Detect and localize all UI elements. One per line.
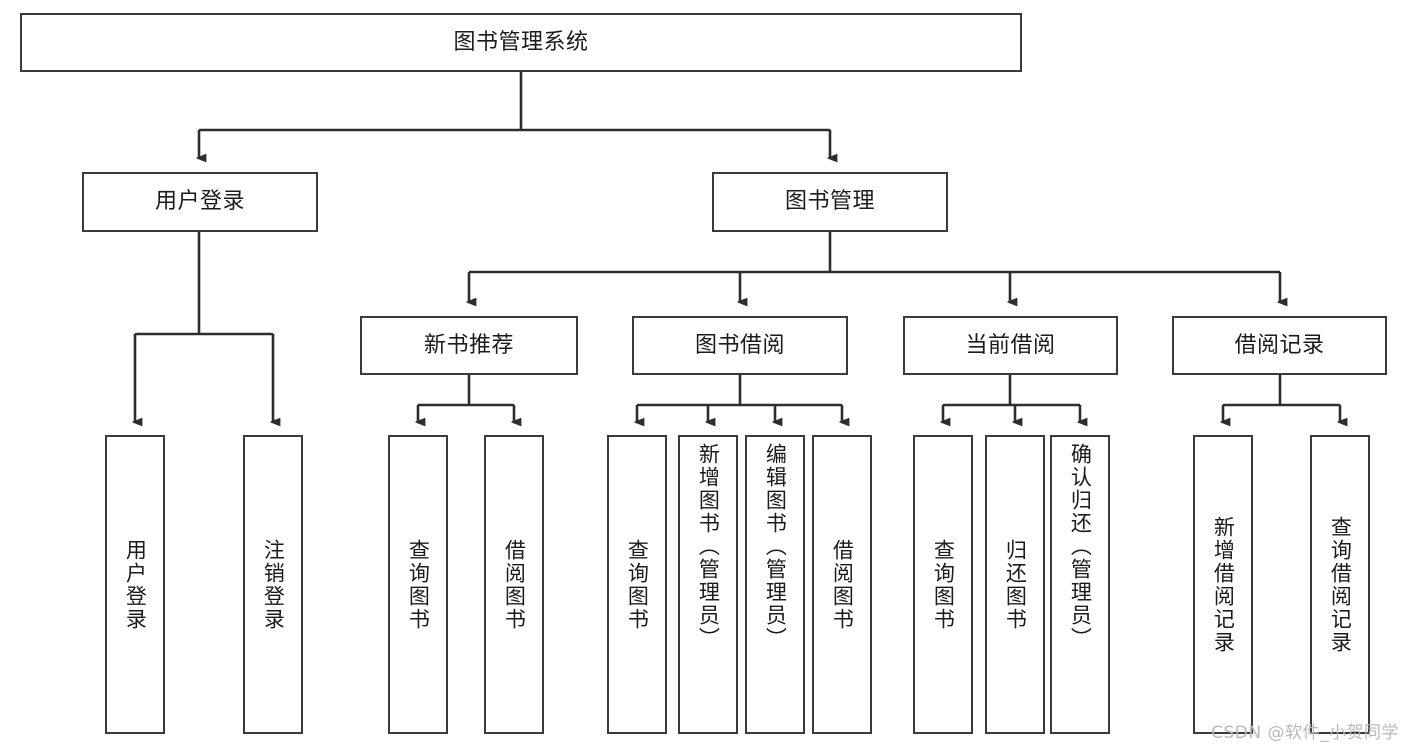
node-leaf-return-book-label: 归还图书: [1003, 538, 1028, 631]
node-leaf-borrow-book-1-label: 借阅图书: [502, 538, 527, 631]
node-current-borrow-label: 当前借阅: [965, 332, 1056, 358]
node-book-manage[interactable]: 图书管理: [712, 172, 948, 232]
node-leaf-add-record[interactable]: 新增借阅记录: [1193, 435, 1253, 734]
node-leaf-query-book-1[interactable]: 查询图书: [388, 435, 448, 734]
node-leaf-add-record-label: 新增借阅记录: [1211, 515, 1236, 654]
node-book-manage-label: 图书管理: [784, 189, 875, 215]
node-leaf-confirm-return-label: 确认归还（管理员）: [1068, 443, 1093, 650]
node-leaf-user-login-label: 用户登录: [123, 538, 148, 631]
node-leaf-query-book-2[interactable]: 查询图书: [607, 435, 667, 734]
node-root[interactable]: 图书管理系统: [20, 13, 1022, 72]
node-leaf-query-book-3[interactable]: 查询图书: [913, 435, 973, 734]
node-leaf-confirm-return[interactable]: 确认归还（管理员）: [1050, 435, 1110, 734]
node-book-borrow-label: 图书借阅: [694, 332, 785, 358]
node-leaf-query-book-3-label: 查询图书: [931, 538, 956, 631]
node-leaf-borrow-book-1[interactable]: 借阅图书: [484, 435, 544, 734]
node-leaf-query-book-2-label: 查询图书: [625, 538, 650, 631]
node-leaf-borrow-book-2-label: 借阅图书: [830, 538, 855, 631]
node-leaf-add-book[interactable]: 新增图书（管理员）: [678, 435, 738, 734]
node-leaf-query-record-label: 查询借阅记录: [1328, 515, 1353, 654]
node-leaf-user-login[interactable]: 用户登录: [105, 435, 165, 734]
node-leaf-return-book[interactable]: 归还图书: [985, 435, 1045, 734]
watermark-text: CSDN @软件_小贺同学: [1211, 723, 1399, 743]
node-root-label: 图书管理系统: [453, 29, 589, 55]
node-leaf-query-book-1-label: 查询图书: [406, 538, 431, 631]
node-borrow-record-label: 借阅记录: [1234, 332, 1325, 358]
node-user-login[interactable]: 用户登录: [82, 172, 318, 232]
node-current-borrow[interactable]: 当前借阅: [903, 316, 1118, 375]
node-new-book-rec[interactable]: 新书推荐: [360, 316, 578, 375]
node-user-login-label: 用户登录: [154, 189, 245, 215]
node-leaf-add-book-label: 新增图书（管理员）: [696, 443, 721, 650]
node-leaf-edit-book[interactable]: 编辑图书（管理员）: [745, 435, 805, 734]
node-leaf-logout[interactable]: 注销登录: [243, 435, 303, 734]
node-leaf-logout-label: 注销登录: [261, 538, 286, 631]
node-borrow-record[interactable]: 借阅记录: [1172, 316, 1387, 375]
node-leaf-edit-book-label: 编辑图书（管理员）: [763, 443, 788, 650]
node-book-borrow[interactable]: 图书借阅: [632, 316, 848, 375]
node-new-book-rec-label: 新书推荐: [423, 332, 514, 358]
node-leaf-query-record[interactable]: 查询借阅记录: [1310, 435, 1370, 734]
node-leaf-borrow-book-2[interactable]: 借阅图书: [812, 435, 872, 734]
